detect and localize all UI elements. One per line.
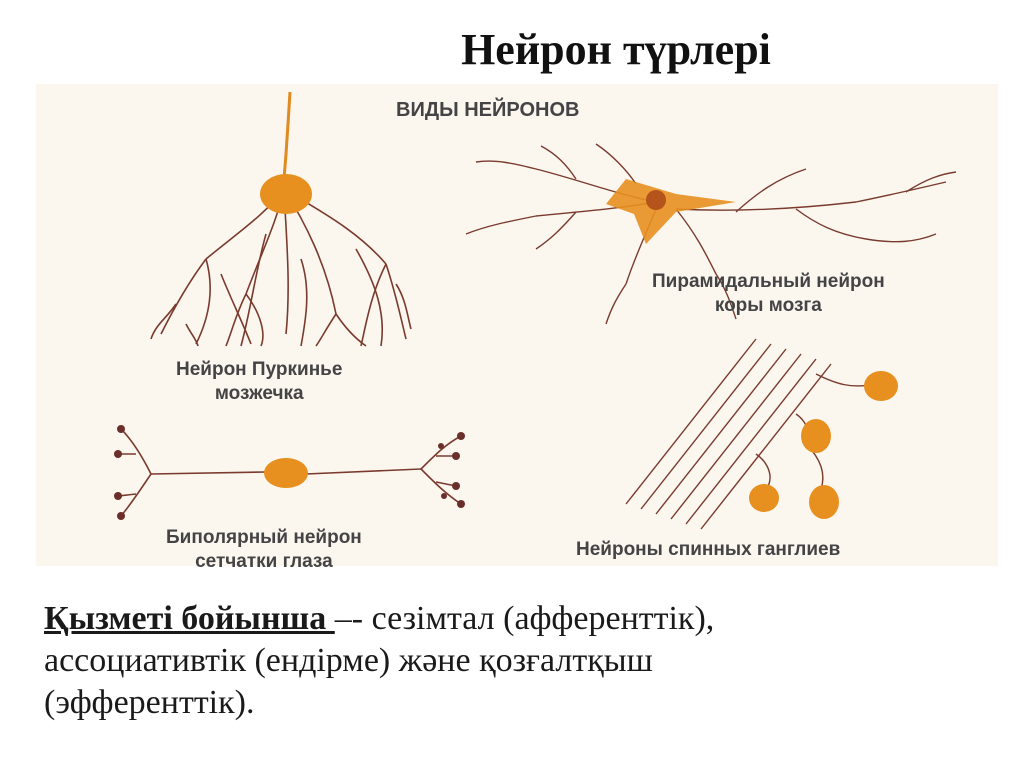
slide-title: Нейрон түрлері xyxy=(461,25,771,74)
pyramidal-label: Пирамидальный нейрон коры мозга xyxy=(652,271,885,316)
neuron-types-figure: ВИДЫ НЕЙРОНОВ Нейрон Пуркинье мозжечка П… xyxy=(36,84,998,572)
purkinje-neuron-drawing xyxy=(150,91,412,347)
purkinje-label: Нейрон Пуркинье мозжечка xyxy=(176,359,343,404)
spinal-label: Нейроны спинных ганглиев xyxy=(576,539,841,560)
function-description: Қызметі бойынша –- сезімтал (афференттік… xyxy=(44,598,1004,724)
pyramidal-cell-body xyxy=(606,179,736,244)
description-lead: Қызметі бойынша xyxy=(44,600,335,637)
neuron-illustration xyxy=(114,91,957,530)
spinal-ganglion-cell-bodies xyxy=(749,371,898,519)
bipolar-cell-body xyxy=(264,458,308,488)
bipolar-terminals xyxy=(114,425,465,520)
description-line-2: ассоциативтік (ендірме) және қозғалтқыш xyxy=(44,642,653,679)
description-line-1: Қызметі бойынша –- сезімтал (афференттік… xyxy=(44,598,1004,640)
description-line-3: (эфференттік). xyxy=(44,684,255,721)
figure-heading: ВИДЫ НЕЙРОНОВ xyxy=(396,99,580,121)
purkinje-cell-body xyxy=(260,174,312,214)
bipolar-label: Биполярный нейрон сетчатки глаза xyxy=(166,527,362,572)
pyramidal-neuron-drawing xyxy=(465,143,957,325)
description-line-1-rest: –- сезімтал (афференттік), xyxy=(334,600,715,637)
